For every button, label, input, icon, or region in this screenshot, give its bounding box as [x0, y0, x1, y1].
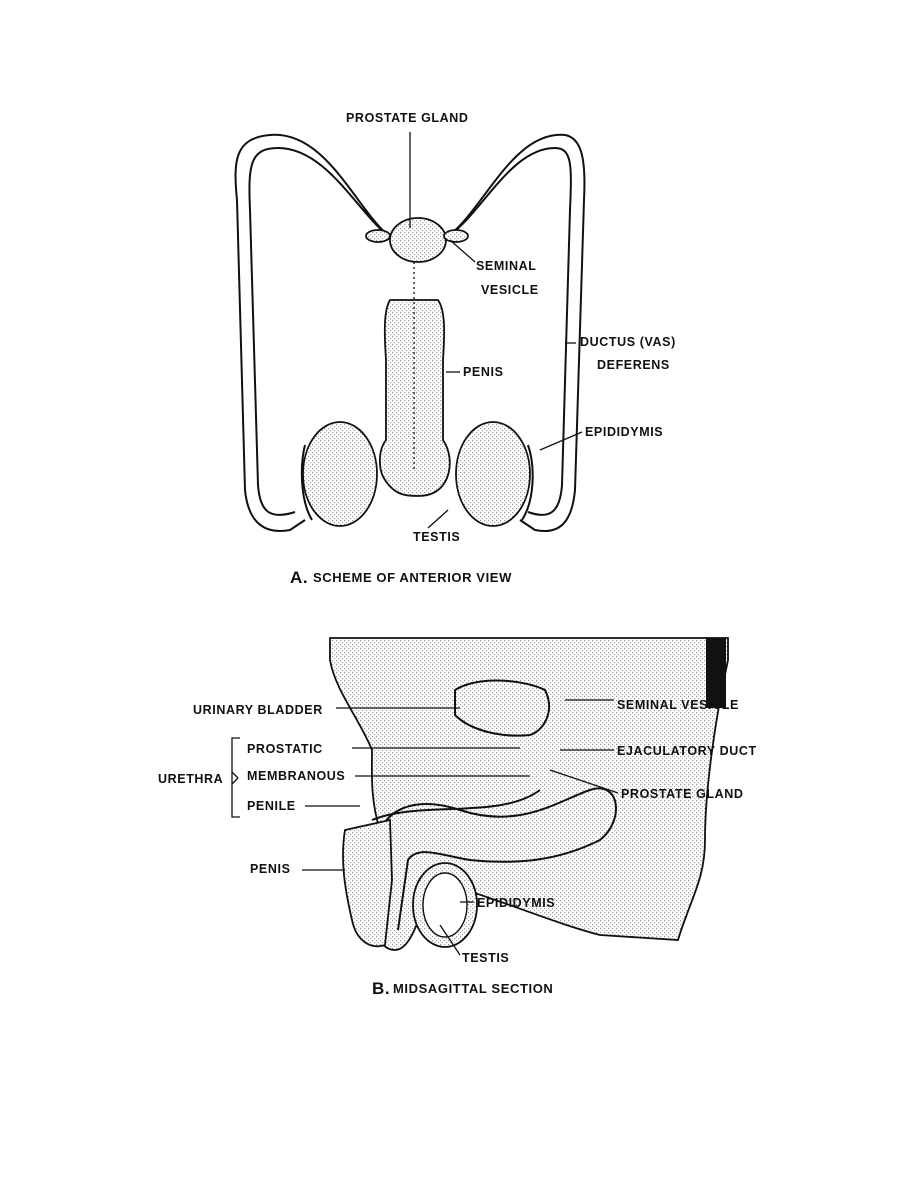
seminal-vesicle-right	[443, 229, 469, 243]
label-penile: PENILE	[247, 799, 296, 813]
label-testis-a: TESTIS	[413, 530, 460, 544]
caption-letter-b: B.	[372, 979, 390, 998]
label-seminal-vesicle-b: SEMINAL VESICLE	[617, 698, 739, 712]
label-prostatic: PROSTATIC	[247, 742, 323, 756]
penis-shape	[378, 299, 451, 497]
label-ejaculatory-duct: EJACULATORY DUCT	[617, 744, 757, 758]
midsagittal-section-figure: URINARY BLADDER PROSTATIC URETHRA MEMBRA…	[158, 637, 757, 998]
label-epididymis-a: EPIDIDYMIS	[585, 425, 663, 439]
label-urinary-bladder: URINARY BLADDER	[193, 703, 323, 717]
label-epididymis-b: EPIDIDYMIS	[477, 896, 555, 910]
prostate-gland	[389, 217, 447, 263]
caption-letter-a: A.	[290, 568, 308, 587]
anterior-view-figure: PROSTATE GLAND SEMINAL VESICLE DUCTUS (V…	[234, 111, 676, 587]
caption-a: SCHEME OF ANTERIOR VIEW	[313, 570, 512, 585]
label-penis-b: PENIS	[250, 862, 291, 876]
seminal-vesicle-left	[365, 229, 391, 243]
caption-b: MIDSAGITTAL SECTION	[393, 981, 553, 996]
label-seminal-vesicle-line1: SEMINAL	[476, 259, 536, 273]
penis-b	[342, 818, 393, 948]
label-penis-a: PENIS	[463, 365, 504, 379]
label-urethra: URETHRA	[158, 772, 223, 786]
label-prostate-gland: PROSTATE GLAND	[346, 111, 469, 125]
label-ductus-line2: DEFERENS	[597, 358, 670, 372]
label-prostate-gland-b: PROSTATE GLAND	[621, 787, 744, 801]
scale-bar	[706, 638, 726, 708]
ductus-deferens-left	[234, 133, 396, 532]
label-testis-b: TESTIS	[462, 951, 509, 965]
label-seminal-vesicle-line2: VESICLE	[481, 283, 539, 297]
testis-right	[455, 421, 531, 527]
label-membranous: MEMBRANOUS	[247, 769, 345, 783]
label-ductus-line1: DUCTUS (VAS)	[580, 335, 676, 349]
urinary-bladder	[454, 679, 550, 737]
testis-left	[302, 421, 378, 527]
ductus-deferens-right	[441, 133, 586, 532]
